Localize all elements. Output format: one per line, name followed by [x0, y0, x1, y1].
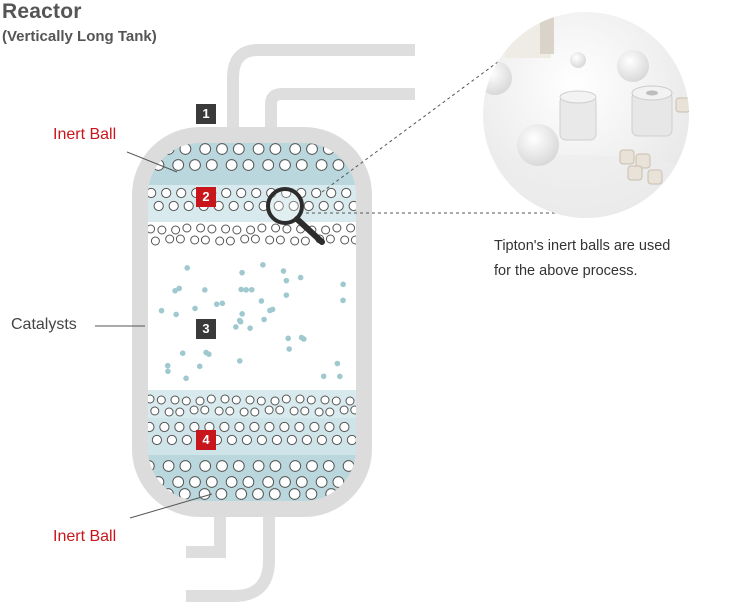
catalyst-particles	[158, 262, 346, 382]
tank-interior	[140, 135, 364, 509]
inert-balls	[142, 143, 364, 500]
top-pipe	[227, 44, 415, 135]
inert-ball-bottom-label: Inert Ball	[53, 528, 117, 545]
tank-wall	[132, 127, 372, 517]
catalysts-label: Catalysts	[11, 316, 77, 333]
magnifier-icon	[266, 187, 325, 245]
diagram-subtitle: (Vertically Long Tank)	[2, 28, 157, 45]
bottom-pipe	[186, 508, 275, 602]
marker-4: 4	[196, 430, 216, 450]
inert-ball-top-label: Inert Ball	[53, 126, 117, 143]
callout-line-2: for the above process.	[494, 263, 638, 279]
marker-3: 3	[196, 319, 216, 339]
marker-2: 2	[196, 187, 216, 207]
callout-text: Tipton's inert balls are used for the ab…	[494, 234, 670, 284]
inert-ball-photo	[483, 12, 689, 218]
callout-line-1: Tipton's inert balls are used	[494, 238, 671, 254]
diagram-title: Reactor	[2, 0, 82, 23]
marker-1: 1	[196, 104, 216, 124]
